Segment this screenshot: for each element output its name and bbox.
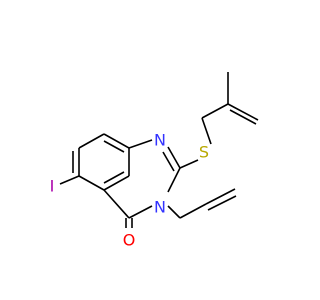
bond-c6-c7 [78,133,105,149]
bond-n3-ch2 [167,205,181,219]
bond-ch2-ch [179,203,207,219]
bond-c7-c8 [103,133,130,149]
bond-ch-ch2-double-a [205,188,236,205]
atom-n3-label: N [154,198,166,217]
atom-n1-label: N [154,131,166,150]
bond-ch-ch2-double-b [207,195,237,211]
bond-c4a-c5 [78,175,105,191]
bond-c8-n1 [128,139,153,149]
molecule-structure: N N S O I [50,72,259,250]
bond-c2-n3 [167,167,181,193]
bond-c5-i [59,175,80,185]
bond-n1-c2 [167,146,181,169]
atom-s-label: S [199,143,209,162]
bond-ch2-c [201,103,229,119]
molecule-canvas: N N S O I [49,72,259,250]
atom-i-label: I [50,177,55,196]
bond-c2-s [179,159,199,169]
bond-c-ch2-double-a [227,103,259,121]
bond-c-ch2-double-b [229,109,257,125]
bond-c8a-c4a-inner [103,171,125,184]
bond-c8a-c4a [103,175,130,191]
bond-c4-c4a [103,189,130,219]
bond-s-ch2 [201,117,212,145]
atom-o-label: O [123,231,136,250]
bond-n1-c2-double [162,151,175,172]
bond-n3-c4 [128,205,153,219]
bond-c7-c8-inner [103,140,125,153]
